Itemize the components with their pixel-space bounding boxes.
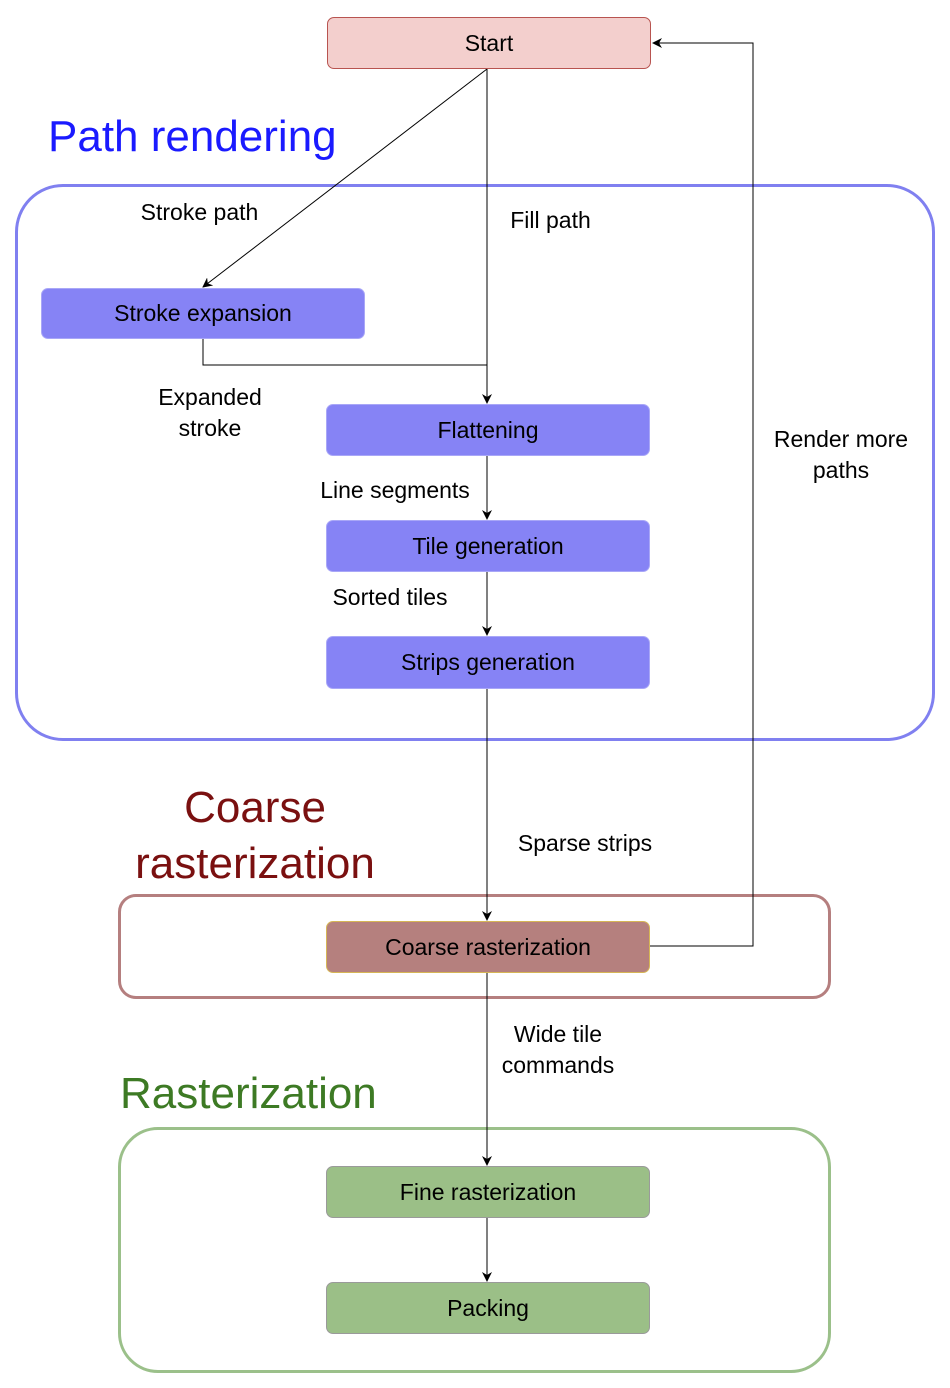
node-stroke-expansion[interactable]: Stroke expansion	[41, 288, 365, 339]
node-tile-generation[interactable]: Tile generation	[326, 520, 650, 572]
node-strips-generation[interactable]: Strips generation	[326, 636, 650, 689]
group-title-rasterization: Rasterization	[120, 1069, 377, 1118]
node-packing[interactable]: Packing	[326, 1282, 650, 1334]
node-coarse-rasterization[interactable]: Coarse rasterization	[326, 921, 650, 973]
node-fine-rasterization[interactable]: Fine rasterization	[326, 1166, 650, 1218]
edge-label-sparse-strips: Sparse strips	[517, 830, 653, 856]
group-title-path-rendering: Path rendering	[48, 112, 337, 161]
edge-label-sorted-tiles: Sorted tiles	[332, 584, 448, 610]
group-rasterization	[118, 1127, 831, 1373]
group-coarse-rasterization	[118, 894, 831, 999]
edge-label-fill-path: Fill path	[510, 207, 591, 233]
edge-label-wide-tile-commands: Wide tile commands	[501, 1021, 615, 1078]
edge-label-render-more-paths: Render more paths	[773, 426, 909, 483]
edge-label-expanded-stroke: Expanded stroke	[158, 384, 262, 441]
node-flattening[interactable]: Flattening	[326, 404, 650, 456]
node-start[interactable]: Start	[327, 17, 651, 69]
edge-label-line-segments: Line segments	[320, 477, 470, 503]
group-title-coarse-rasterization: Coarse rasterization	[135, 783, 375, 888]
edge-label-stroke-path: Stroke path	[140, 199, 259, 225]
